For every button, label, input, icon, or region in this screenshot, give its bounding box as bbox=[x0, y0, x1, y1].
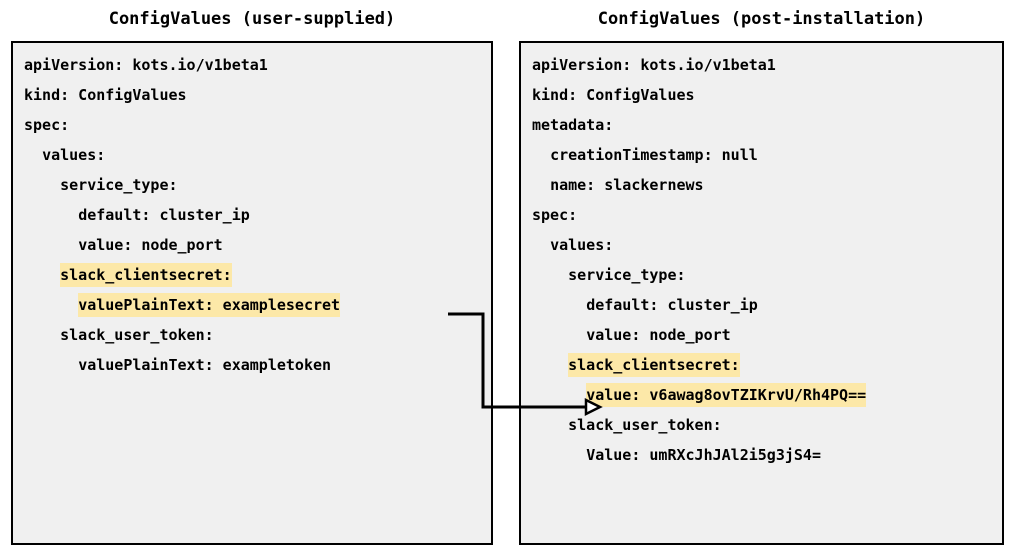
yaml-line-text: value: node_port bbox=[586, 326, 731, 344]
yaml-line-text: slack_clientsecret: bbox=[60, 263, 232, 287]
yaml-line: kind: ConfigValues bbox=[24, 80, 489, 110]
yaml-line: values: bbox=[24, 140, 489, 170]
yaml-indent bbox=[532, 146, 550, 164]
yaml-indent bbox=[532, 446, 586, 464]
yaml-indent bbox=[532, 326, 586, 344]
yaml-line: default: cluster_ip bbox=[532, 290, 1000, 320]
yaml-line: values: bbox=[532, 230, 1000, 260]
yaml-line: valuePlainText: exampletoken bbox=[24, 350, 489, 380]
yaml-indent bbox=[24, 266, 60, 284]
right-yaml-block: apiVersion: kots.io/v1beta1 kind: ConfigV… bbox=[532, 50, 1000, 470]
configvalues-post-installation-panel: apiVersion: kots.io/v1beta1 kind: ConfigV… bbox=[519, 41, 1004, 545]
yaml-indent bbox=[24, 326, 60, 344]
yaml-line-text: default: cluster_ip bbox=[78, 206, 250, 224]
left-yaml-block: apiVersion: kots.io/v1beta1 kind: ConfigV… bbox=[24, 50, 489, 380]
yaml-line: kind: ConfigValues bbox=[532, 80, 1000, 110]
yaml-indent bbox=[532, 296, 586, 314]
yaml-line-text: values: bbox=[550, 236, 614, 254]
yaml-indent bbox=[24, 206, 78, 224]
yaml-indent bbox=[24, 296, 78, 314]
yaml-line: Value: umRXcJhJAl2i5g3jS4= bbox=[532, 440, 1000, 470]
yaml-line: spec: bbox=[532, 200, 1000, 230]
yaml-indent bbox=[532, 386, 586, 404]
yaml-line: value: v6awag8ovTZIKrvU/Rh4PQ== bbox=[532, 380, 1000, 410]
yaml-line: name: slackernews bbox=[532, 170, 1000, 200]
yaml-line: slack_user_token: bbox=[24, 320, 489, 350]
configvalues-user-supplied-panel: apiVersion: kots.io/v1beta1 kind: ConfigV… bbox=[11, 41, 493, 545]
yaml-line-text: service_type: bbox=[568, 266, 686, 284]
yaml-line: valuePlainText: examplesecret bbox=[24, 290, 489, 320]
yaml-indent bbox=[532, 176, 550, 194]
yaml-line: creationTimestamp: null bbox=[532, 140, 1000, 170]
yaml-line: service_type: bbox=[24, 170, 489, 200]
yaml-line-text: Value: umRXcJhJAl2i5g3jS4= bbox=[586, 446, 821, 464]
yaml-line: default: cluster_ip bbox=[24, 200, 489, 230]
yaml-indent bbox=[532, 236, 550, 254]
yaml-line-text: slack_user_token: bbox=[60, 326, 214, 344]
yaml-line-text: spec: bbox=[532, 206, 578, 224]
yaml-line: service_type: bbox=[532, 260, 1000, 290]
yaml-line-text: values: bbox=[42, 146, 106, 164]
yaml-indent bbox=[24, 236, 78, 254]
yaml-line-text: slack_user_token: bbox=[568, 416, 722, 434]
yaml-line-text: spec: bbox=[24, 116, 70, 134]
yaml-line-text: apiVersion: kots.io/v1beta1 bbox=[532, 56, 776, 74]
yaml-line-text: value: v6awag8ovTZIKrvU/Rh4PQ== bbox=[586, 383, 867, 407]
yaml-indent bbox=[532, 356, 568, 374]
yaml-line: spec: bbox=[24, 110, 489, 140]
yaml-line-text: metadata: bbox=[532, 116, 614, 134]
right-panel-title: ConfigValues (post-installation) bbox=[597, 9, 926, 29]
yaml-line: apiVersion: kots.io/v1beta1 bbox=[532, 50, 1000, 80]
yaml-indent bbox=[532, 416, 568, 434]
yaml-line-text: kind: ConfigValues bbox=[24, 86, 187, 104]
yaml-line-text: value: node_port bbox=[78, 236, 223, 254]
yaml-line-text: default: cluster_ip bbox=[586, 296, 758, 314]
yaml-line: slack_user_token: bbox=[532, 410, 1000, 440]
yaml-line-text: valuePlainText: examplesecret bbox=[78, 293, 341, 317]
yaml-line: value: node_port bbox=[532, 320, 1000, 350]
yaml-indent bbox=[532, 266, 568, 284]
yaml-line: apiVersion: kots.io/v1beta1 bbox=[24, 50, 489, 80]
yaml-indent bbox=[24, 356, 78, 374]
yaml-line: slack_clientsecret: bbox=[532, 350, 1000, 380]
yaml-line: slack_clientsecret: bbox=[24, 260, 489, 290]
yaml-line-text: service_type: bbox=[60, 176, 178, 194]
yaml-indent bbox=[24, 176, 60, 194]
yaml-line-text: valuePlainText: exampletoken bbox=[78, 356, 332, 374]
yaml-line: value: node_port bbox=[24, 230, 489, 260]
yaml-indent bbox=[24, 146, 42, 164]
yaml-line-text: creationTimestamp: null bbox=[550, 146, 758, 164]
yaml-line-text: apiVersion: kots.io/v1beta1 bbox=[24, 56, 268, 74]
left-panel-title: ConfigValues (user-supplied) bbox=[108, 9, 396, 29]
yaml-line-text: name: slackernews bbox=[550, 176, 704, 194]
yaml-line-text: kind: ConfigValues bbox=[532, 86, 695, 104]
yaml-line-text: slack_clientsecret: bbox=[568, 353, 740, 377]
yaml-line: metadata: bbox=[532, 110, 1000, 140]
